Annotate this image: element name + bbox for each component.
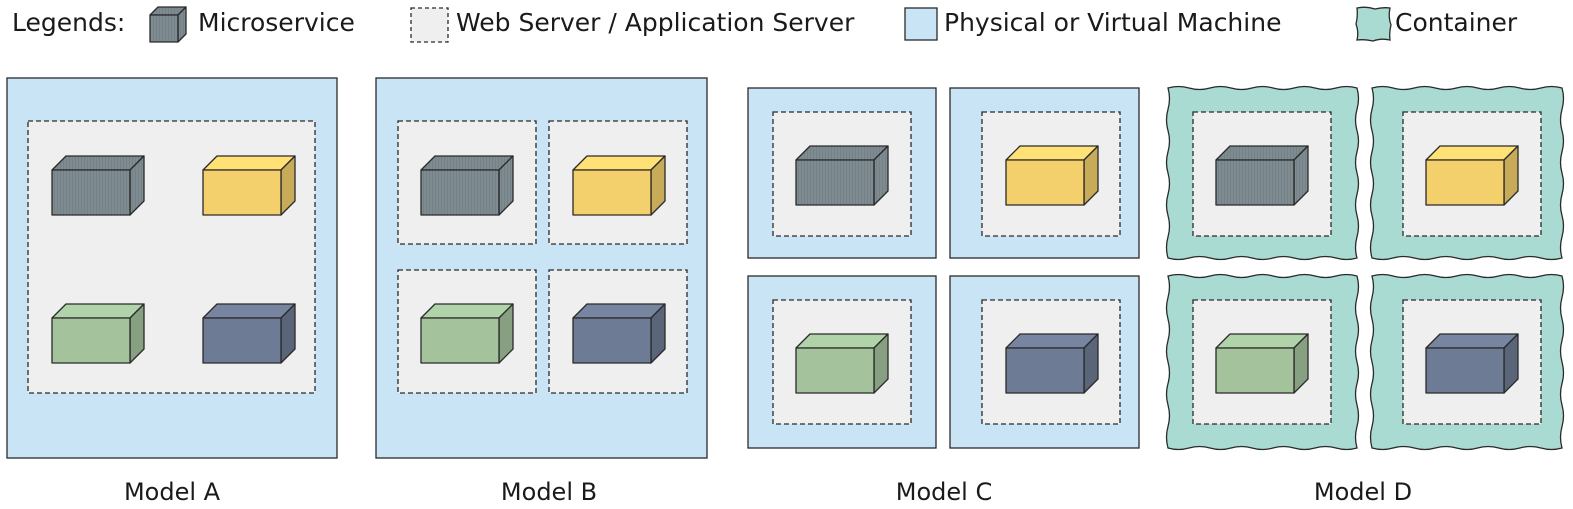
model-d-microservice-yellow: [1425, 145, 1519, 206]
legend-microservice-label: Microservice: [198, 8, 355, 37]
legend-server-swatch: [410, 7, 449, 43]
legend-container-label: Container: [1395, 8, 1518, 37]
model-b: Model B: [375, 77, 708, 506]
model-b-microservice-green: [420, 303, 514, 364]
model-c-microservice-gray: [795, 145, 889, 206]
model-b-microservice-yellow: [572, 155, 666, 216]
model-a-microservice-yellow: [202, 155, 296, 216]
model-a-microservice-navy: [202, 303, 296, 364]
model-d-microservice-green: [1215, 333, 1309, 394]
model-c-microservice-green: [795, 333, 889, 394]
model-a: Model A: [6, 77, 338, 506]
legend-server-label: Web Server / Application Server: [456, 8, 855, 37]
model-c-microservice-navy: [1005, 333, 1099, 394]
model-d-label: Model D: [1314, 478, 1412, 506]
legend-title: Legends:: [12, 8, 125, 37]
model-c-label: Model C: [896, 478, 992, 506]
model-c: Model C: [747, 87, 1140, 506]
model-c-microservice-yellow: [1005, 145, 1099, 206]
legend-container-swatch: [1355, 6, 1392, 42]
model-b-microservice-navy: [572, 303, 666, 364]
model-d: Model D: [1165, 85, 1565, 506]
legend-machine-label: Physical or Virtual Machine: [944, 8, 1281, 37]
model-d-microservice-gray: [1215, 145, 1309, 206]
legend: Legends: Microservice Web Server / Appli…: [12, 6, 1518, 43]
model-a-microservice-green: [51, 303, 145, 364]
model-a-label: Model A: [124, 478, 221, 506]
model-b-label: Model B: [501, 478, 597, 506]
model-d-microservice-navy: [1425, 333, 1519, 394]
model-b-microservice-gray: [420, 155, 514, 216]
model-a-microservice-gray: [51, 155, 145, 216]
legend-microservice-icon: [149, 6, 187, 43]
legend-machine-swatch: [904, 7, 938, 41]
